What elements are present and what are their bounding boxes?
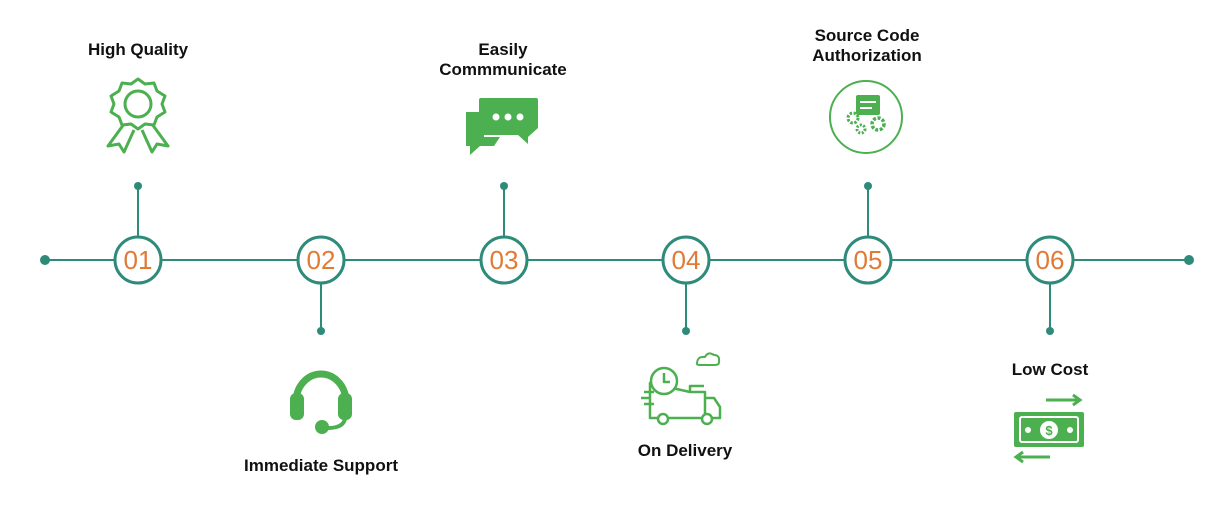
step-number: 03 bbox=[490, 245, 519, 275]
step-title-line: Authorization bbox=[812, 46, 922, 65]
step-node-06: 06 bbox=[1025, 235, 1075, 285]
timeline-end-dot bbox=[1184, 255, 1194, 265]
step-number: 06 bbox=[1036, 245, 1065, 275]
connector-dots bbox=[134, 182, 1054, 335]
step-node-05: 05 bbox=[843, 235, 893, 285]
step-node-01: 01 bbox=[113, 235, 163, 285]
code-gears-icon bbox=[829, 80, 903, 154]
timeline-start-dot bbox=[40, 255, 50, 265]
step-number: 04 bbox=[672, 245, 701, 275]
step-title-immediate-support: Immediate Support bbox=[244, 456, 398, 476]
step-number: 01 bbox=[124, 245, 153, 275]
step-title-line: Source Code bbox=[814, 26, 920, 45]
step-number: 05 bbox=[854, 245, 883, 275]
step-title-low-cost: Low Cost bbox=[1012, 360, 1089, 380]
step-title-source-code-authorization: Source Code Authorization bbox=[812, 26, 922, 66]
step-title-high-quality: High Quality bbox=[88, 40, 188, 60]
award-ribbon-icon bbox=[106, 77, 170, 154]
step-title-line: Immediate Support bbox=[244, 456, 398, 475]
step-node-02: 02 bbox=[296, 235, 346, 285]
headset-icon bbox=[290, 370, 352, 434]
step-node-04: 04 bbox=[661, 235, 711, 285]
connectors bbox=[137, 186, 1051, 331]
chat-bubbles-icon bbox=[466, 98, 538, 155]
step-node-03: 03 bbox=[479, 235, 529, 285]
step-title-easily-communicate: Easily Commmunicate bbox=[439, 40, 567, 80]
step-title-line: Commmunicate bbox=[439, 60, 567, 79]
money-exchange-icon: $ bbox=[1013, 393, 1084, 464]
step-title-line: High Quality bbox=[87, 40, 189, 59]
delivery-truck-icon bbox=[641, 352, 722, 426]
step-title-line: Easily bbox=[478, 40, 528, 59]
step-title-on-delivery: On Delivery bbox=[638, 441, 733, 461]
svg-text:$: $ bbox=[1045, 423, 1053, 438]
step-title-line: Low Cost bbox=[1011, 360, 1089, 379]
step-number: 02 bbox=[307, 245, 336, 275]
step-title-line: On Delivery bbox=[637, 441, 733, 460]
